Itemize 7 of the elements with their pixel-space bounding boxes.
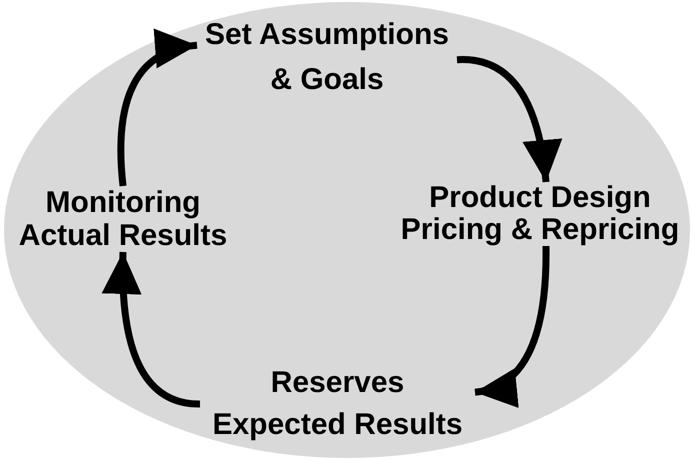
step-label: Set Assumptions & Goals — [204, 17, 450, 98]
curved-arrow — [456, 56, 562, 182]
step-label: Product Design Pricing & Repricing — [400, 182, 680, 246]
curved-arrow — [102, 252, 200, 408]
curved-arrow — [117, 31, 198, 186]
step-label: Monitoring Actual Results — [18, 186, 228, 252]
step-label: Reserves Expected Results — [211, 365, 464, 443]
